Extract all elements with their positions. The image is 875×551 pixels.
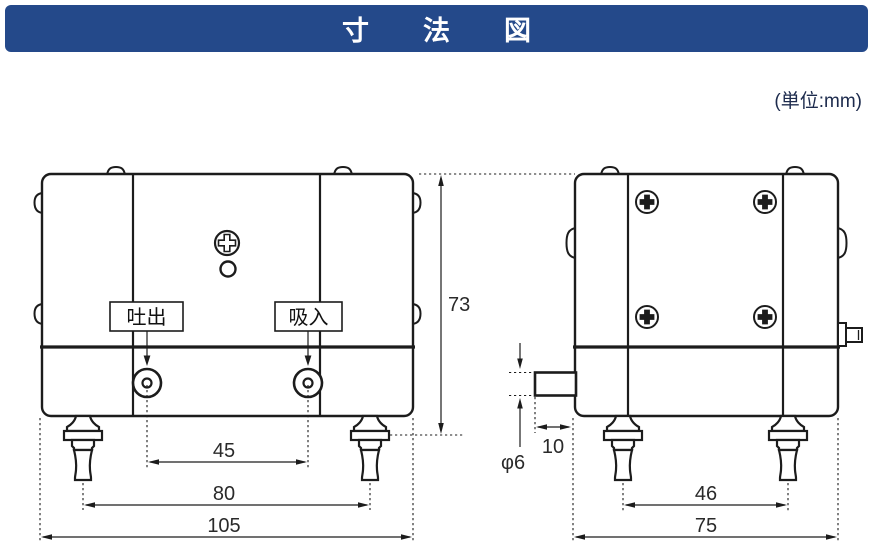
suction-label: 吸入 — [274, 301, 343, 366]
screw-icon — [213, 229, 241, 257]
foot-icon — [602, 414, 644, 482]
front-top-tab-right — [333, 165, 353, 176]
front-side-tab — [411, 192, 422, 214]
side-body — [573, 172, 840, 418]
side-top-tab-left — [600, 165, 620, 176]
dim-port-pitch-value: 45 — [213, 440, 235, 462]
title-bar: 寸 法 図 — [5, 5, 868, 52]
screw-icon — [635, 190, 659, 214]
dim-overall-width-value: 105 — [207, 515, 240, 537]
discharge-label: 吐出 — [109, 301, 184, 366]
dim-side-foot-pitch-value: 46 — [695, 483, 717, 505]
foot-icon — [349, 414, 391, 482]
foot-icon — [62, 414, 104, 482]
suction-label-text: 吸入 — [289, 307, 329, 329]
suction-port-icon — [292, 367, 324, 399]
dim-height-73: 73 — [390, 173, 575, 436]
dim-overall-width-105: 105 — [39, 418, 414, 542]
front-side-tab — [411, 303, 422, 325]
foot-icon — [767, 414, 809, 482]
dim-port-diameter-phi6: φ6 — [501, 343, 536, 474]
side-side-tab — [836, 227, 848, 259]
vent-hole-icon — [219, 260, 237, 278]
discharge-label-text: 吐出 — [127, 306, 167, 329]
screw-icon — [753, 190, 777, 214]
dim-overall-depth-75: 75 — [572, 418, 839, 542]
front-top-tab-left — [106, 165, 126, 176]
screw-icon — [753, 305, 777, 329]
dim-port-protrusion-value: 10 — [542, 436, 564, 458]
dim-overall-depth-value: 75 — [695, 515, 717, 537]
dim-foot-pitch-80: 80 — [82, 483, 371, 510]
front-side-tab — [33, 192, 44, 214]
dim-port-diameter-value: φ6 — [501, 452, 525, 474]
unit-note: (単位:mm) — [774, 91, 862, 112]
dim-port-protrusion-10: 10 — [534, 397, 571, 458]
front-view: 吐出 吸入 — [33, 165, 422, 482]
dim-foot-pitch-value: 80 — [213, 483, 235, 505]
screw-icon — [635, 305, 659, 329]
side-view — [533, 165, 863, 482]
side-port-tube — [533, 371, 578, 397]
front-side-tab — [33, 303, 44, 325]
side-side-tab — [565, 227, 577, 259]
front-body — [40, 172, 415, 418]
page-title: 寸 法 図 — [342, 16, 545, 46]
side-top-tab-right — [785, 165, 805, 176]
dim-foot-pitch-46: 46 — [622, 483, 789, 512]
dim-port-pitch-45: 45 — [146, 385, 309, 470]
stub-connector-icon — [837, 322, 863, 347]
discharge-port-icon — [131, 367, 163, 399]
dim-height-value: 73 — [448, 294, 470, 316]
